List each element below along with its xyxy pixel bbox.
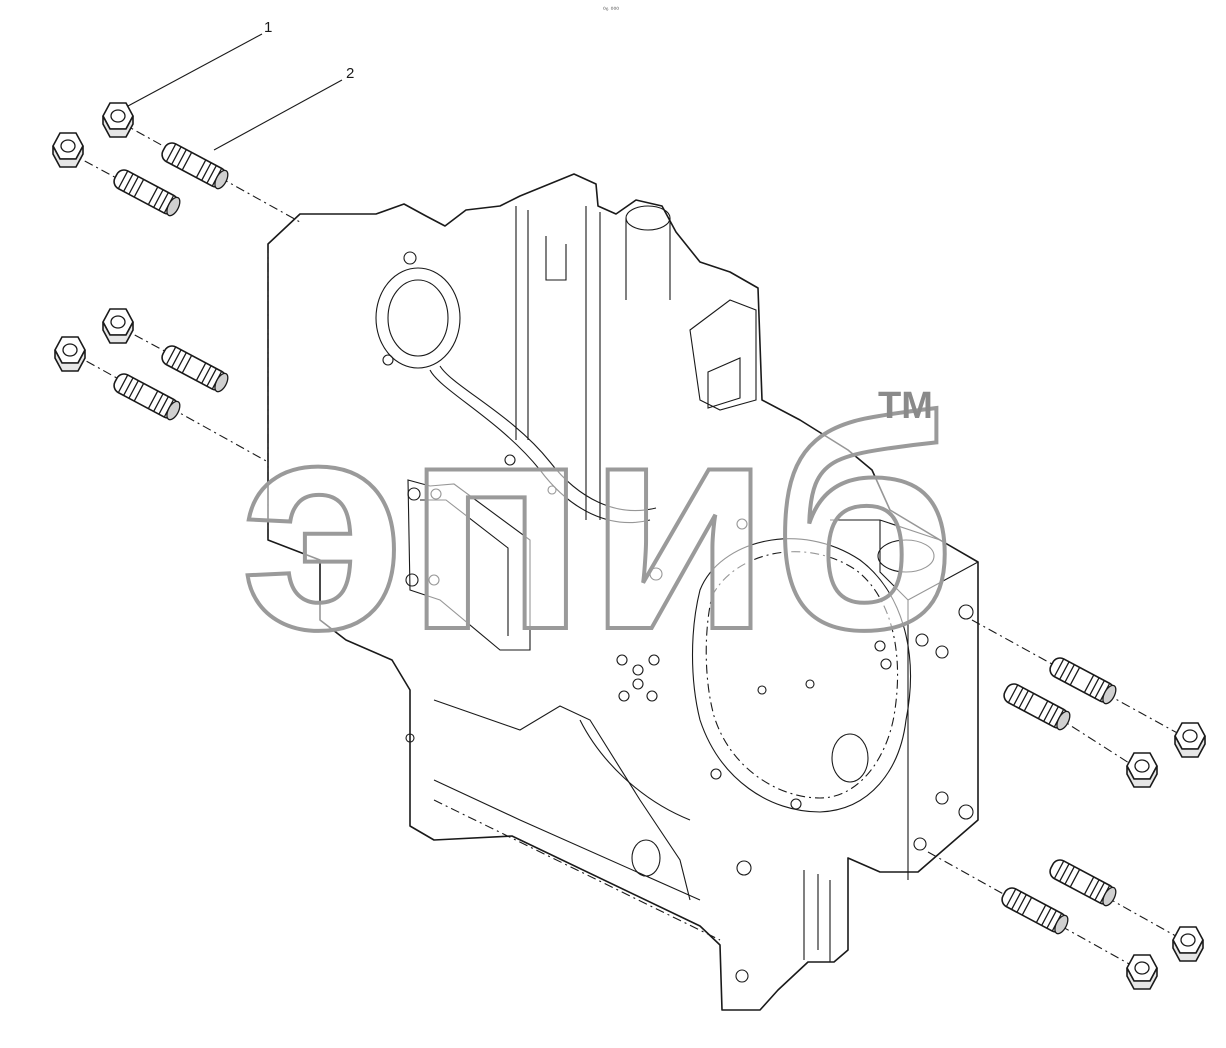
threaded-stud-icon bbox=[1046, 654, 1120, 707]
fastener-group-top-left bbox=[52, 102, 301, 223]
watermark-tm: TM bbox=[878, 385, 933, 427]
threaded-stud-icon bbox=[1046, 856, 1120, 909]
threaded-stud-icon bbox=[158, 342, 232, 395]
fastener-group-right-upper bbox=[971, 619, 1206, 788]
callout-number: 1 bbox=[264, 19, 272, 36]
hex-nut-icon bbox=[1126, 752, 1158, 788]
callout-1: 1 bbox=[127, 19, 272, 107]
callout-2: 2 bbox=[213, 65, 354, 151]
threaded-stud-icon bbox=[158, 139, 232, 192]
watermark-text: эпиб bbox=[240, 356, 957, 692]
timing-gear-housing bbox=[267, 173, 979, 1011]
header-text: ⁰⁶ ⁰⁰⁰ bbox=[603, 6, 619, 14]
threaded-stud-icon bbox=[998, 884, 1072, 937]
threaded-stud-icon bbox=[110, 166, 184, 219]
hex-nut-icon bbox=[1174, 722, 1206, 758]
fastener-group-mid-left bbox=[54, 308, 269, 463]
hex-nut-icon bbox=[102, 102, 134, 138]
fastener-group-right-lower bbox=[927, 851, 1204, 990]
threaded-stud-icon bbox=[110, 370, 184, 423]
hex-nut-icon bbox=[1172, 926, 1204, 962]
hex-nut-icon bbox=[52, 132, 84, 168]
watermark-logo: эпиб TM bbox=[238, 354, 959, 694]
hex-nut-icon bbox=[54, 336, 86, 372]
hex-nut-icon bbox=[1126, 954, 1158, 990]
callout-number: 2 bbox=[346, 65, 354, 82]
threaded-stud-icon bbox=[1000, 680, 1074, 733]
hex-nut-icon bbox=[102, 308, 134, 344]
